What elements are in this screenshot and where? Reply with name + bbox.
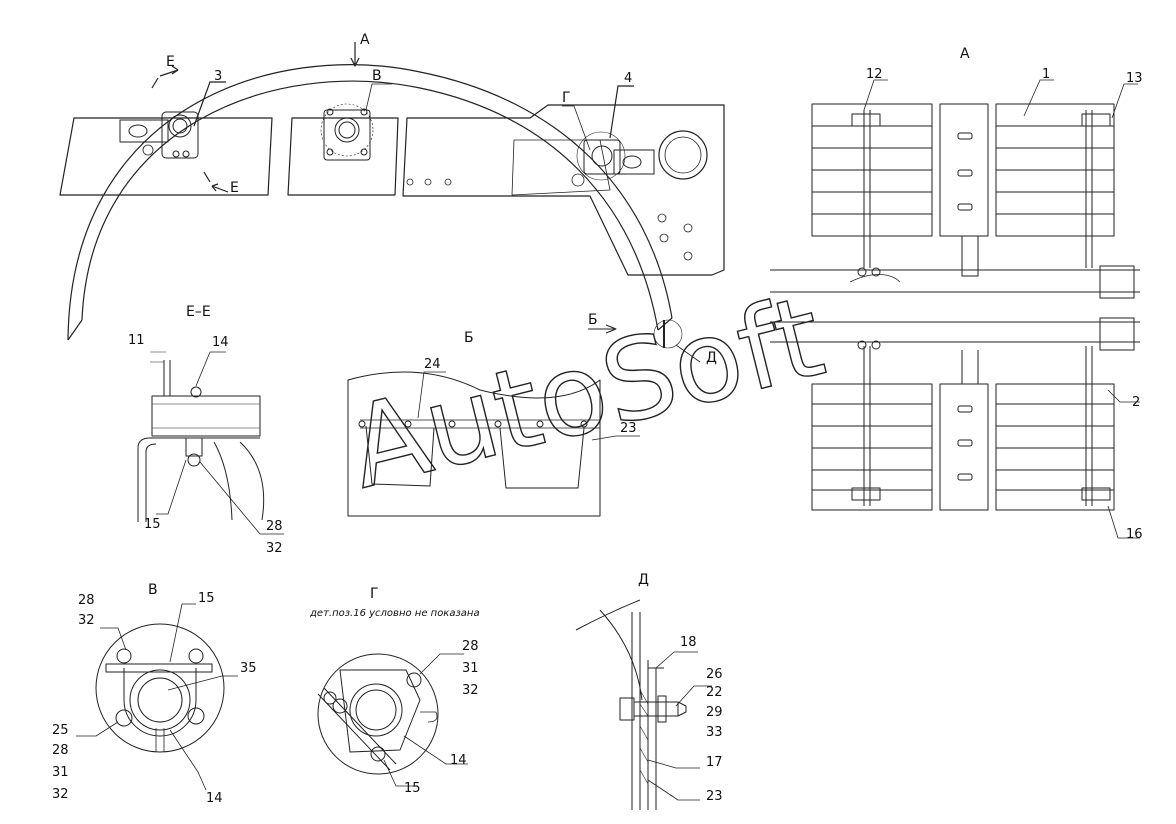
callout-d-17: 17 [706, 755, 723, 770]
watermark-logo: AutoSoft [337, 272, 835, 515]
detail-g [317, 653, 468, 787]
mount-v [320, 103, 374, 161]
callout-16: 16 [1126, 527, 1143, 542]
callout-d-26: 26 [706, 667, 723, 682]
view-a-arrow [350, 42, 360, 67]
callout-1: 1 [1042, 67, 1050, 82]
callout-ee-14: 14 [212, 335, 229, 350]
frame-middle [287, 117, 399, 196]
frame-hole-large [658, 130, 708, 180]
callout-g-32: 32 [462, 683, 479, 698]
callout-v-15: 15 [198, 591, 215, 606]
detail-d [575, 599, 712, 810]
main-ref-b-label: Б [588, 312, 598, 328]
callout-ee-28: 28 [266, 519, 283, 534]
detail-d-title: Д [638, 572, 649, 588]
main-ref-d-label: Д [706, 350, 717, 366]
callout-b-24: 24 [424, 357, 441, 372]
callout-d-33: 33 [706, 725, 723, 740]
view-b [347, 371, 640, 517]
callout-ee-11: 11 [128, 333, 145, 348]
callout-4: 4 [624, 71, 632, 86]
callout-ee-32: 32 [266, 541, 283, 556]
detail-g-note: дет.поз.16 условно не показана [309, 608, 480, 619]
callout-d-23: 23 [706, 789, 723, 804]
main-sec-e-bottom-label: Е [230, 180, 239, 196]
mount-4 [576, 131, 655, 181]
callout-g-14: 14 [450, 753, 467, 768]
view-b-arrow [588, 324, 617, 334]
callout-d-29: 29 [706, 705, 723, 720]
main-arrow-a-label: А [360, 32, 370, 48]
frame-left [59, 117, 273, 196]
callout-v-28: 28 [78, 593, 95, 608]
main-ref-v-label: В [372, 68, 382, 84]
callout-v-28b: 28 [52, 743, 69, 758]
section-e-top-arrow [151, 69, 179, 89]
callout-v-32b: 32 [52, 787, 69, 802]
callout-g-28: 28 [462, 639, 479, 654]
detail-v [76, 603, 238, 791]
callout-12: 12 [866, 67, 883, 82]
main-view [59, 42, 725, 363]
view-a-title: А [960, 46, 970, 62]
view-b-title: Б [464, 330, 474, 346]
detail-v-title: В [148, 582, 158, 598]
callout-2: 2 [1132, 395, 1140, 410]
frame-right [402, 104, 725, 276]
callout-13: 13 [1126, 71, 1143, 86]
callout-v-35: 35 [240, 661, 257, 676]
callout-g-15: 15 [404, 781, 421, 796]
section-e-e [137, 351, 284, 535]
callout-3: 3 [214, 69, 222, 84]
mudguard-inner [81, 80, 659, 331]
view-a [770, 79, 1140, 539]
mudguard-outer [67, 64, 673, 341]
main-ref-g-label: Г [562, 90, 571, 106]
main-sec-e-top-label: Е [166, 54, 175, 70]
section-ee-title: Е–Е [186, 304, 211, 320]
callout-v-31: 31 [52, 765, 69, 780]
section-e-bottom-arrow [203, 171, 229, 193]
callout-d-18: 18 [680, 635, 697, 650]
callout-d-22: 22 [706, 685, 723, 700]
callout-v-14: 14 [206, 791, 223, 806]
callout-b-23: 23 [620, 421, 637, 436]
mount-3 [119, 111, 199, 159]
callout-ee-15: 15 [144, 517, 161, 532]
callout-v-25: 25 [52, 723, 69, 738]
detail-g-title: Г [370, 586, 379, 602]
labels: Е Е А В Г Б Д 3 4 А 12 1 13 2 16 Е–Е 11 … [52, 32, 1143, 806]
callout-v-32a: 32 [78, 613, 95, 628]
callout-g-31: 31 [462, 661, 479, 676]
